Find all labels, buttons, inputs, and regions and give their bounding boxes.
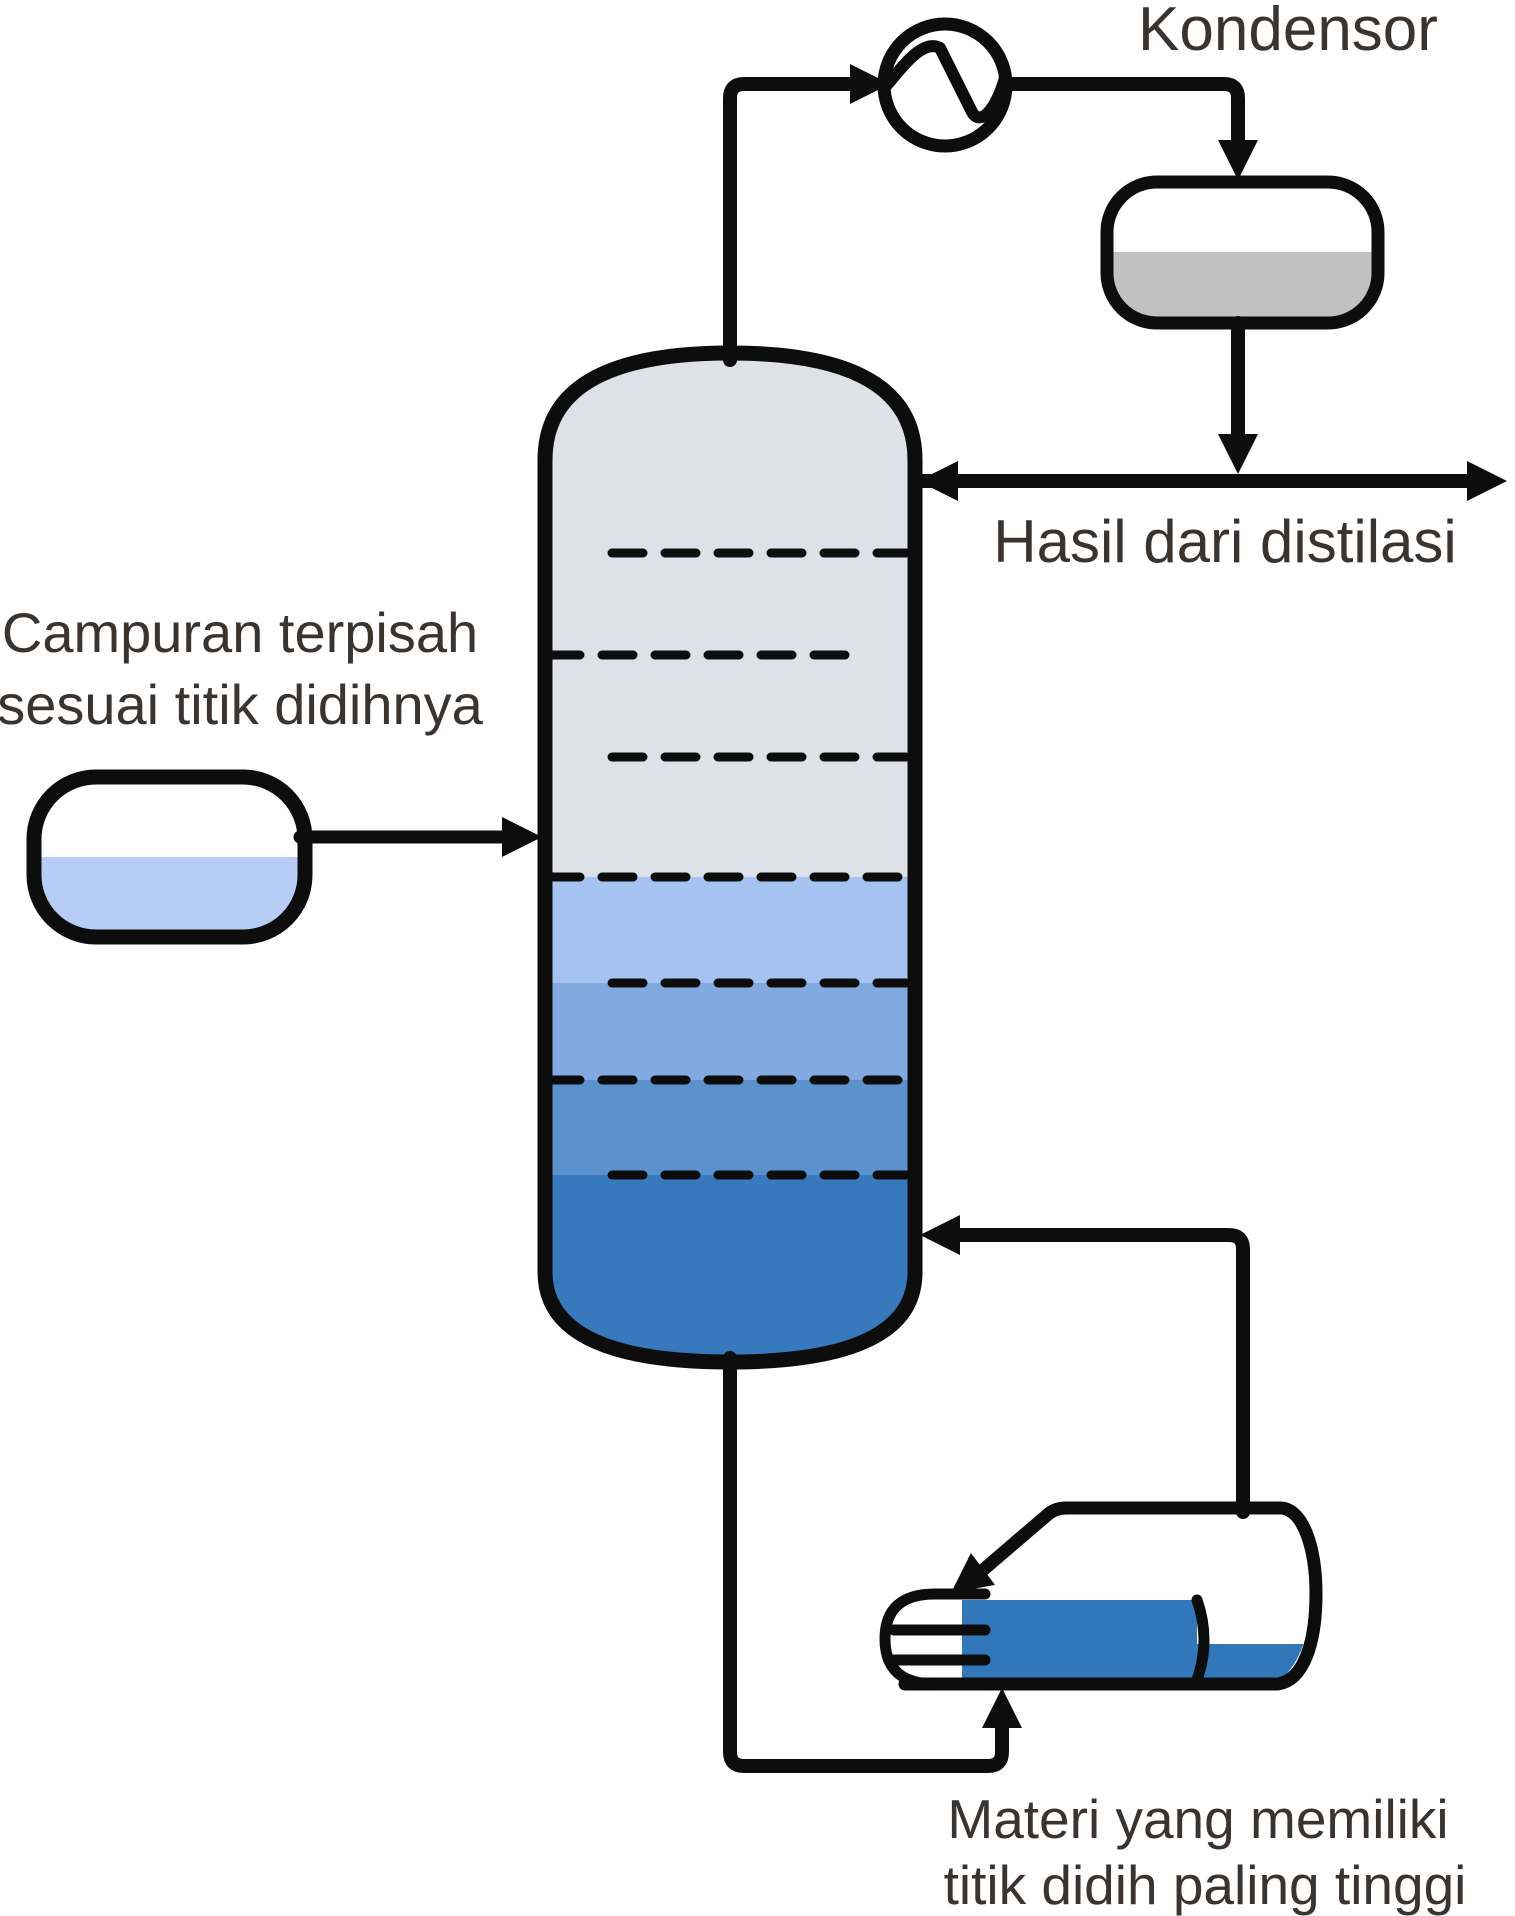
feed-label-line1: Campuran terpisah <box>2 601 478 664</box>
arrow-into-drum <box>1218 140 1258 180</box>
arrow-reboiler-inlet <box>951 1552 995 1593</box>
bottoms-label-line1: Materi yang memiliki <box>947 1788 1448 1850</box>
arrow-product-out <box>1467 461 1507 501</box>
bottoms-label-line2: titik didih paling tinggi <box>944 1854 1467 1916</box>
reboiler-vapor-pipe <box>933 1228 1250 1519</box>
column-section-2 <box>545 877 915 983</box>
product-label: Hasil dari distilasi <box>993 508 1456 575</box>
arrow-feed-into-column <box>502 817 542 857</box>
feed-liquid <box>41 857 298 930</box>
column-outline <box>537 345 923 1370</box>
overhead-vapor-pipe <box>723 77 857 367</box>
reboiler-weir <box>1191 1594 1210 1686</box>
reboiler-nozzle <box>879 1588 991 1690</box>
feed-vessel-outline <box>26 769 313 945</box>
condenser-heat-exchanger-icon <box>877 17 1013 153</box>
arrow-into-reboiler <box>982 1688 1022 1728</box>
condenser-outlet-pipe <box>999 77 1245 165</box>
column-sections <box>545 353 915 1362</box>
condenser-label: Kondensor <box>1138 0 1438 64</box>
arrow-reflux-into-column <box>918 461 958 501</box>
arrow-vapor-into-column <box>920 1215 960 1255</box>
reboiler-liquid-high <box>962 1600 1197 1680</box>
column-section-bottom <box>545 1175 915 1362</box>
column-section-3 <box>545 983 915 1080</box>
arrow-into-condenser <box>850 64 890 104</box>
condenser-coil-icon <box>880 40 1011 124</box>
column-section-4 <box>545 1080 915 1175</box>
feed-label-line2: sesuai titik didihnya <box>0 673 484 736</box>
column-section-top <box>545 353 915 877</box>
reflux-drum-liquid <box>1113 252 1372 317</box>
column-trays <box>544 548 911 1180</box>
arrow-onto-product-line <box>1218 434 1258 474</box>
bottoms-pipe <box>723 1351 1009 1773</box>
diagram-linework <box>26 17 1507 1773</box>
reboiler-outline <box>898 1501 1323 1691</box>
